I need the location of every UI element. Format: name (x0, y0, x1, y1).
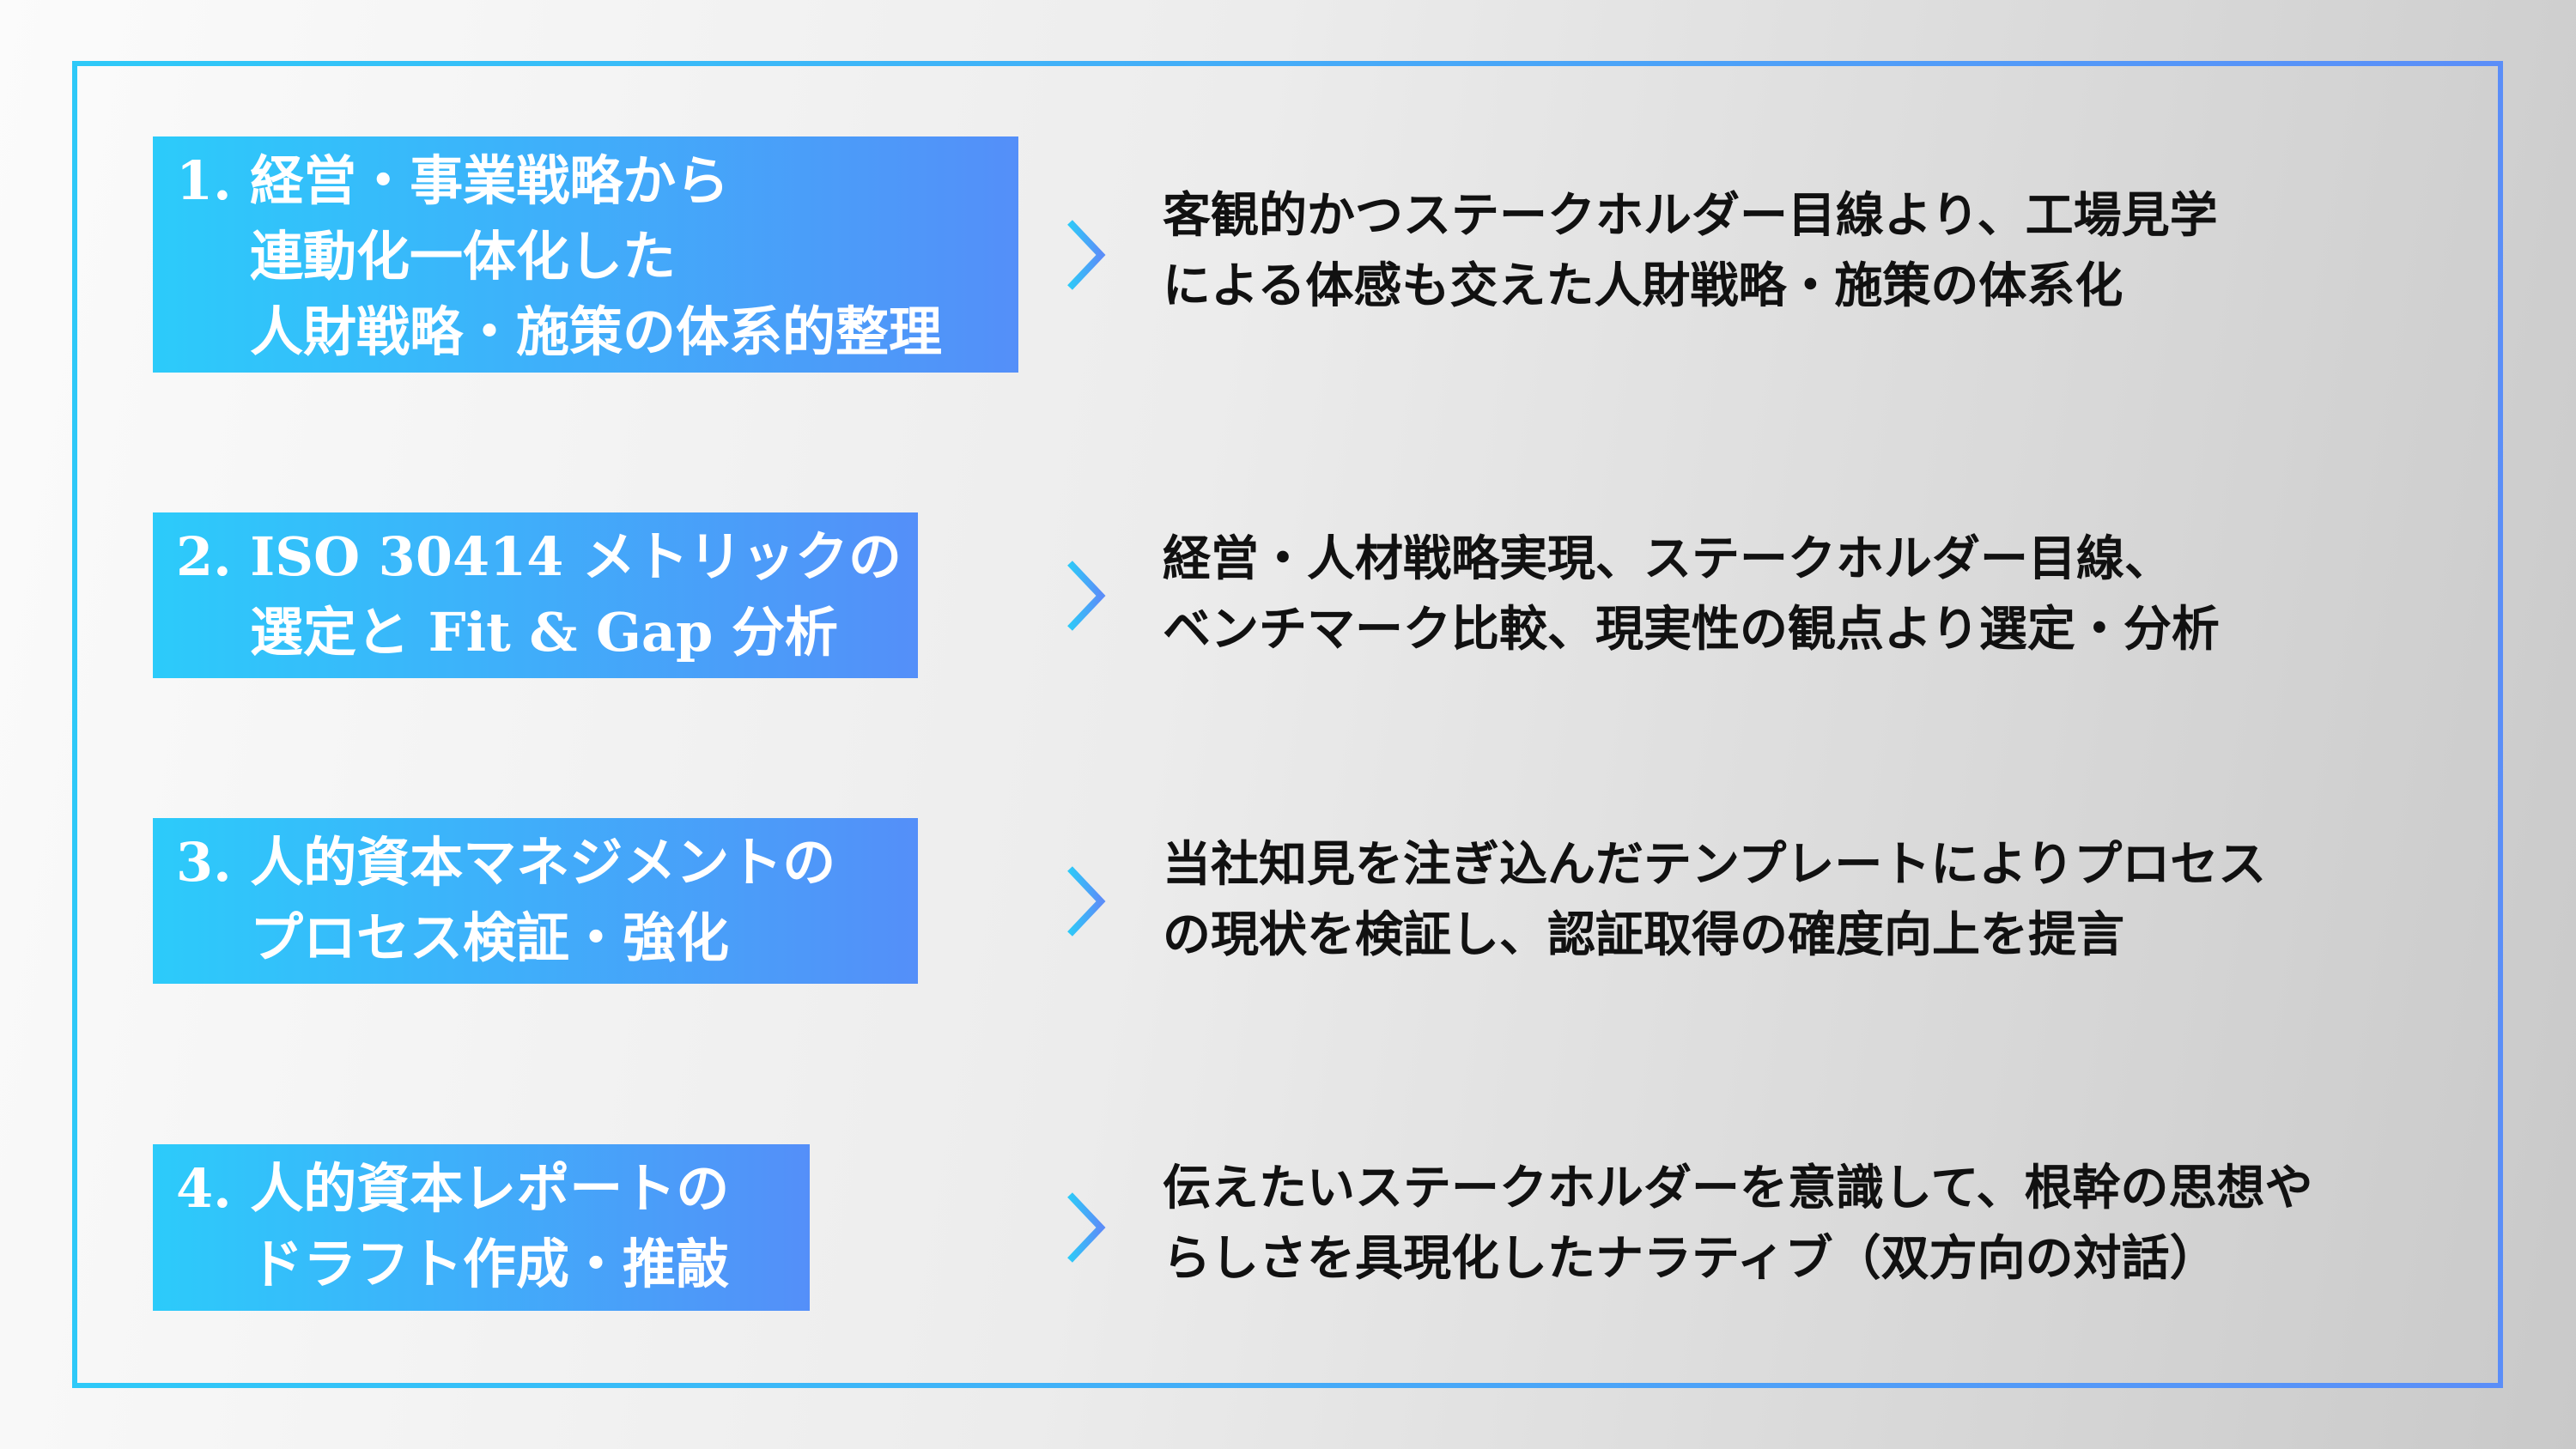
step-2-title-line: 選定と Fit & Gap 分析 (250, 601, 838, 664)
description-line: ベンチマーク比較、現実性の観点より選定・分析 (1163, 601, 2220, 658)
step-2-title-line: 2. ISO 30414 メトリックの (176, 525, 902, 588)
step-3-description: 当社知見を注ぎ込んだテンプレートによりプロセス の現状を検証し、認証取得の確度向… (1163, 829, 2266, 970)
step-1-title-box: 1. 経営・事業戦略から 連動化一体化した 人財戦略・施策の体系的整理 (153, 136, 1018, 373)
description-line: 当社知見を注ぎ込んだテンプレートによりプロセス (1163, 836, 2267, 893)
step-1-title-line: 人財戦略・施策の体系的整理 (250, 300, 943, 363)
step-4-title-box: 4. 人的資本レポートの ドラフト作成・推敲 (153, 1144, 810, 1311)
step-3-title-line: 3. 人的資本マネジメントの (176, 831, 836, 894)
step-1-title-line: 1. 経営・事業戦略から (176, 149, 730, 212)
step-4-description: 伝えたいステークホルダーを意識して、根幹の思想や らしさを具現化したナラティブ（… (1163, 1153, 2313, 1294)
step-3-title-box: 3. 人的資本マネジメントの プロセス検証・強化 (153, 818, 918, 984)
step-2-title-box: 2. ISO 30414 メトリックの 選定と Fit & Gap 分析 (153, 512, 918, 678)
description-line: 伝えたいステークホルダーを意識して、根幹の思想や (1163, 1160, 2313, 1216)
description-line: による体感も交えた人財戦略・施策の体系化 (1163, 258, 2123, 314)
description-line: らしさを具現化したナラティブ（双方向の対話） (1163, 1230, 2218, 1287)
step-4-title-line: ドラフト作成・推敲 (250, 1233, 730, 1295)
chevron-right-icon (1067, 220, 1106, 290)
description-line: の現状を検証し、認証取得の確度向上を提言 (1163, 906, 2124, 963)
description-line: 客観的かつステークホルダー目線より、工場見学 (1163, 187, 2218, 244)
chevron-right-icon (1067, 561, 1106, 631)
step-2-description: 経営・人材戦略実現、ステークホルダー目線、 ベンチマーク比較、現実性の観点より選… (1163, 524, 2220, 664)
step-4-title-line: 4. 人的資本レポートの (176, 1157, 730, 1220)
chevron-right-icon (1067, 866, 1106, 937)
chevron-right-icon (1067, 1192, 1106, 1263)
step-1-title-line: 連動化一体化した (250, 225, 677, 288)
step-3-title-line: プロセス検証・強化 (250, 906, 730, 969)
step-1-description: 客観的かつステークホルダー目線より、工場見学 による体感も交えた人財戦略・施策の… (1163, 180, 2218, 321)
description-line: 経営・人材戦略実現、ステークホルダー目線、 (1163, 530, 2172, 587)
